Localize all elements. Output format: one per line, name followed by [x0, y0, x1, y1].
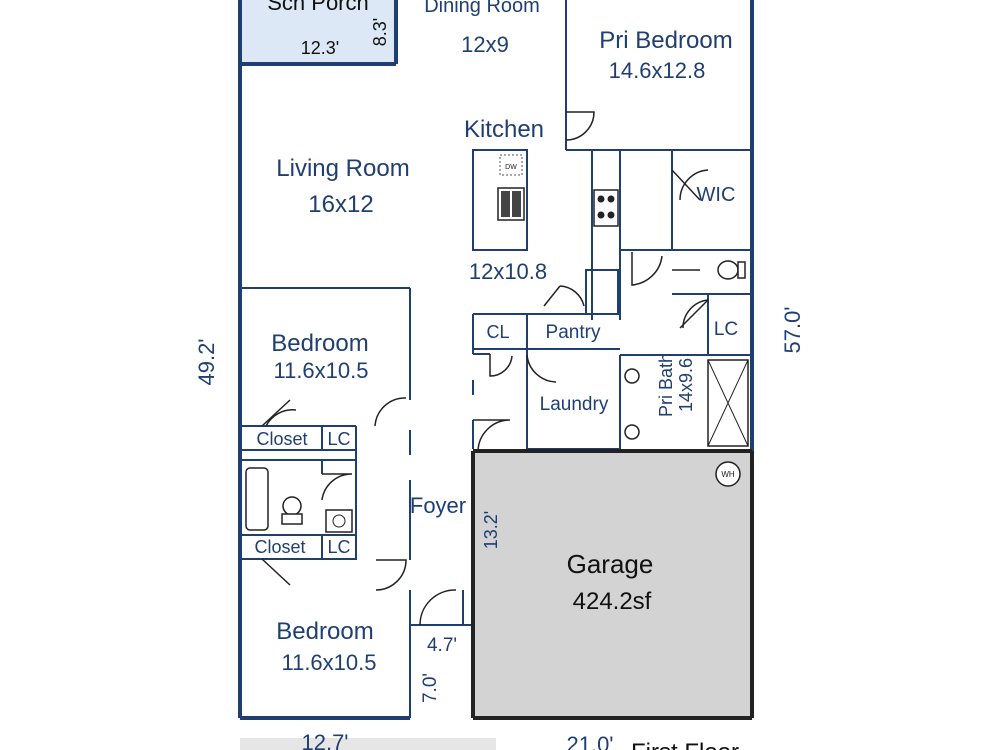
bathtub-icon — [245, 467, 269, 531]
living-room-size: 16x12 — [308, 191, 373, 218]
water-heater-label: WH — [721, 470, 735, 479]
outer-walls — [238, 0, 754, 720]
kitchen-label: Kitchen — [464, 116, 544, 143]
pri-bath-label: Pri Bath — [656, 353, 676, 417]
bedroom2-label: Bedroom — [276, 618, 373, 645]
kitchen-size: 12x10.8 — [469, 259, 547, 284]
bottom-strip — [240, 738, 496, 750]
shower-icon — [707, 359, 749, 447]
dw-label: DW — [505, 164, 517, 171]
interior-walls — [240, 0, 752, 718]
vanity-sink-icon — [624, 368, 640, 440]
right-height-dim: 57.0' — [780, 306, 805, 353]
laundry-label: Laundry — [540, 394, 609, 415]
bath-toilet-icon — [281, 496, 303, 525]
dishwasher-icon — [499, 154, 523, 176]
bottom-left-dim: 12.7' — [301, 730, 348, 750]
living-room-label: Living Room — [276, 155, 409, 182]
toilet-icon — [717, 260, 746, 280]
bedroom1-label: Bedroom — [271, 330, 368, 357]
pri-bedroom-size: 14.6x12.8 — [609, 58, 706, 83]
closet2-label: Closet — [254, 537, 305, 557]
bath-lc-label: LC — [714, 319, 738, 340]
left-height-dim: 49.2' — [194, 338, 219, 385]
door-swings — [261, 111, 709, 626]
stove-icon — [593, 189, 619, 227]
dining-size: 12x9 — [461, 32, 509, 57]
dining-label: Dining Room — [424, 0, 540, 17]
sink-icon — [497, 187, 525, 221]
porch-width: 12.3' — [301, 38, 339, 58]
bedroom2-size: 11.6x10.5 — [281, 650, 376, 675]
foyer-label: Foyer — [410, 493, 466, 518]
garage-side-dim: 13.2' — [481, 511, 501, 549]
garage-fill — [473, 451, 752, 719]
lc1-label: LC — [327, 429, 350, 449]
bedroom1-size: 11.6x10.5 — [273, 358, 368, 383]
wic-label: WIC — [697, 184, 736, 206]
lc2-label: LC — [327, 537, 350, 557]
porch-height: 8.3' — [370, 18, 390, 46]
garage-size: 424.2sf — [573, 588, 652, 615]
bath-sink-icon — [325, 509, 353, 533]
pri-bedroom-label: Pri Bedroom — [599, 27, 732, 54]
floor-label: First Floor — [631, 739, 739, 750]
entry-depth-dim: 7.0' — [420, 673, 441, 703]
closet1-label: Closet — [256, 429, 307, 449]
pantry-label: Pantry — [546, 322, 601, 343]
porch-label: Scn Porch — [267, 0, 369, 15]
bottom-right-dim: 21.0' — [566, 732, 613, 750]
pri-bath-size: 14x9.6 — [676, 358, 696, 412]
water-heater-icon — [715, 461, 741, 487]
entry-width-dim: 4.7' — [427, 635, 457, 656]
garage-label: Garage — [567, 549, 654, 579]
garage-walls — [471, 449, 754, 720]
closet-cl-label: CL — [486, 322, 509, 342]
porch-fill — [240, 0, 396, 62]
